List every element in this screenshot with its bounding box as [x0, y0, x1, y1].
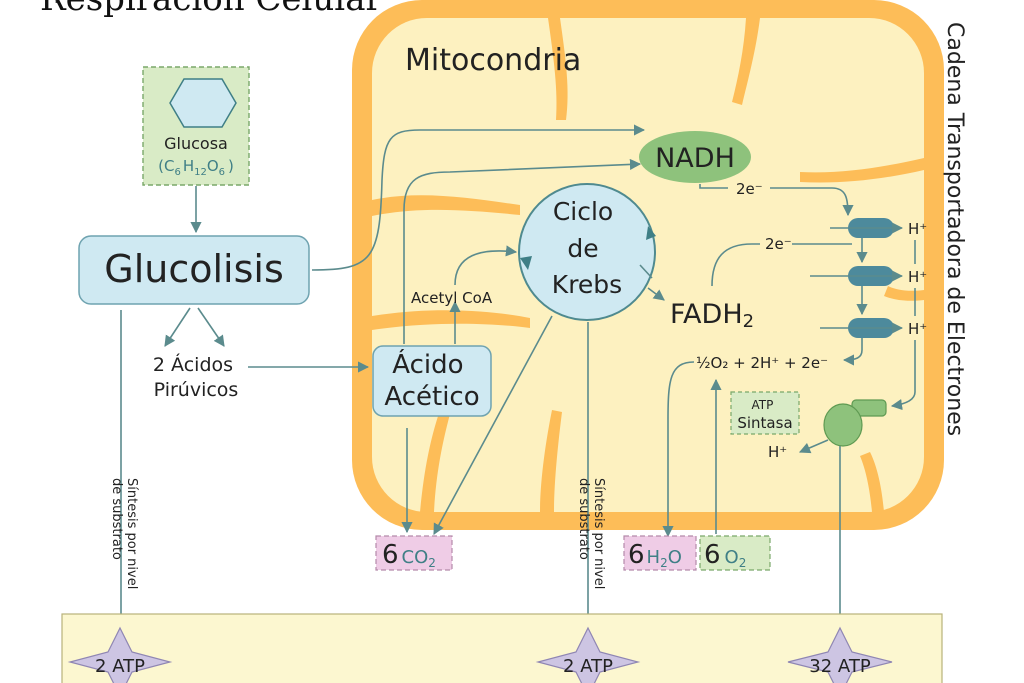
nadh-ellipse	[639, 131, 751, 183]
atp-synthase-shape	[823, 399, 887, 447]
fadh2-label: FADH2	[670, 299, 754, 332]
glucose-hexagon-icon	[169, 78, 237, 128]
proton-out-label: H⁺	[768, 443, 787, 461]
cristae	[372, 18, 924, 512]
acetic-acid-box	[372, 345, 492, 417]
electron-label-fadh: 2e⁻	[765, 235, 792, 253]
oxygen-reaction-label: ½O₂ + 2H⁺ + 2e⁻	[696, 354, 828, 372]
atp-star-3: 32 ATP	[787, 626, 893, 683]
glycolysis-label: Glucolisis	[104, 247, 284, 291]
page-title: Respiración Celular	[40, 0, 382, 19]
svg-text:6O2: 6O2	[704, 540, 746, 570]
substrate-label-1-line2: de substrato	[109, 478, 124, 560]
atp-synthase-box	[730, 391, 800, 435]
krebs-cycle-circle	[518, 183, 656, 321]
substrate-label-1: Síntesis por nivel	[0, 0, 111, 4]
mitochondria-label: Mitocondria	[405, 43, 581, 78]
substrate-label-2-line2: de substrato	[576, 478, 591, 560]
electron-transport-chain-label: Cadena Transportadora de Electrones	[942, 22, 967, 436]
substrate-label-2-line1: Síntesis por nivel	[591, 478, 606, 589]
acetyl-coa-label: Acetyl CoA	[411, 289, 493, 307]
nadh-label: NADH	[655, 143, 735, 174]
atp-output-label-1: 2 ATP	[95, 656, 145, 677]
krebs-cycle-label: Ciclo de Krebs	[552, 197, 622, 299]
atp-output-label-2: 2 ATP	[563, 656, 613, 677]
pyruvic-acids-label: 2 Ácidos Pirúvicos	[153, 353, 239, 401]
glucose-label: Glucosa	[164, 134, 228, 153]
proton-label-1: H⁺	[908, 220, 927, 238]
electron-transport-proteins	[848, 218, 894, 338]
atp-band	[61, 613, 943, 683]
atp-star-1: 2 ATP	[67, 626, 173, 683]
proton-label-3: H⁺	[908, 320, 927, 338]
acetic-acid-label: Ácido Acético	[384, 348, 479, 412]
atp-star-2: 2 ATP	[535, 626, 641, 683]
electron-label-nadh: 2e⁻	[736, 180, 763, 198]
atp-synthase-label: ATP Sintasa	[737, 394, 792, 432]
atp-output-label-3: 32 ATP	[809, 656, 871, 677]
substrate-label-1-line1: Síntesis por nivel	[124, 478, 139, 589]
proton-label-2: H⁺	[908, 268, 927, 286]
glycolysis-box	[78, 235, 310, 305]
